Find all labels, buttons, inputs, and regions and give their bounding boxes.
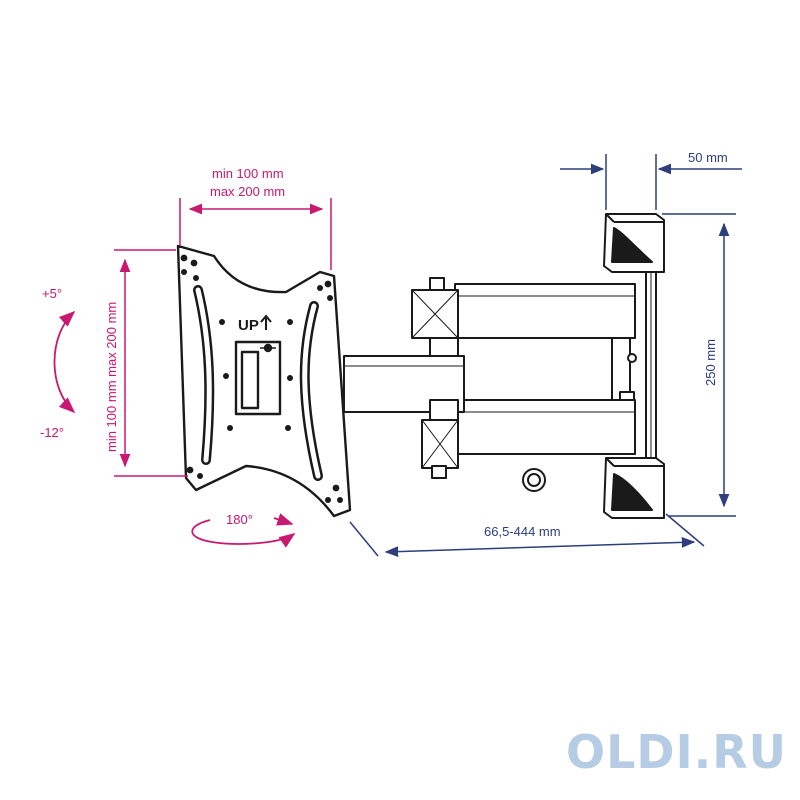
extension-dimension (349, 513, 705, 558)
swivel-indicator (191, 513, 296, 548)
wall-plate (603, 213, 665, 519)
upper-arm (411, 277, 636, 339)
height-dimension (114, 249, 188, 477)
wall-height-label: 250 mm (703, 339, 718, 386)
tilt-down-label: -12° (40, 425, 64, 440)
swivel-label: 180° (226, 512, 253, 527)
lower-arm (421, 399, 636, 492)
up-arrow-icon (260, 314, 272, 330)
depth-dimension (560, 154, 742, 210)
watermark-logo: OLDI.RU (566, 725, 787, 779)
height-range-label: min 100 mm max 200 mm (104, 302, 119, 452)
wall-height-dimension (662, 213, 736, 517)
extension-label: 66,5-444 mm (484, 524, 561, 539)
vesa-plate (176, 244, 352, 518)
depth-label: 50 mm (688, 150, 728, 165)
up-mark: UP (238, 317, 259, 334)
width-max-label: max 200 mm (210, 184, 285, 199)
tilt-up-label: +5° (42, 286, 62, 301)
width-min-label: min 100 mm (212, 166, 284, 181)
middle-arm (343, 337, 465, 421)
tilt-indicator (53, 310, 76, 414)
width-dimension (179, 198, 332, 270)
